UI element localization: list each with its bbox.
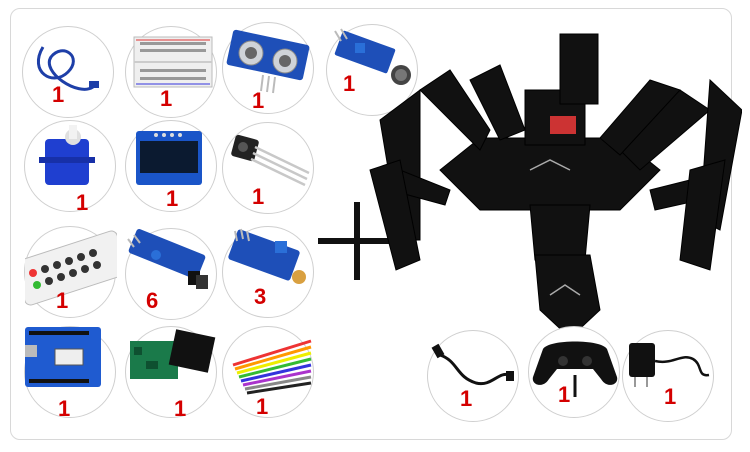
usb-cable-black-icon [431, 343, 514, 386]
bluetooth-module-qty: 1 [174, 396, 187, 421]
light-sensor-item [222, 226, 314, 318]
arduino-board-qty: 1 [58, 396, 71, 421]
ir-remote-item [24, 226, 117, 318]
usb-cable-qty: 1 [52, 82, 65, 107]
ultrasonic-sensor-qty: 1 [252, 88, 265, 113]
power-adapter-icon [629, 343, 710, 387]
ir-remote-qty: 1 [56, 288, 69, 313]
ultrasonic-sensor-icon [226, 29, 310, 94]
light-sensor-icon [228, 228, 306, 284]
ir-obstacle-sensor-icon [127, 229, 208, 289]
power-adapter-item [622, 330, 714, 422]
servo-motor-item [24, 120, 116, 212]
usb-cable-black-qty: 1 [460, 386, 473, 411]
oled-display-icon [136, 131, 202, 185]
servo-motor-icon [39, 125, 95, 185]
breadboard-item [125, 26, 217, 118]
jumper-wires-item [222, 326, 314, 418]
ir-remote-icon [25, 230, 117, 306]
ir-receiver-qty: 1 [252, 184, 265, 209]
jumper-wires-icon [232, 339, 312, 395]
ir-obstacle-sensor-item [125, 228, 217, 320]
product-frame [10, 8, 732, 440]
breadboard-qty: 1 [160, 86, 173, 111]
bluetooth-module-icon [130, 329, 216, 379]
arduino-board-icon [25, 327, 101, 387]
usb-cable-icon [36, 46, 99, 91]
usb-cable-item [22, 26, 114, 118]
breadboard-icon [133, 36, 213, 88]
servo-motor-qty: 1 [76, 190, 89, 215]
ir-receiver-item [222, 122, 314, 214]
ir-receiver-icon [231, 134, 310, 187]
gamepad-icon [532, 341, 618, 397]
oled-display-qty: 1 [166, 186, 179, 211]
gamepad-item [528, 326, 620, 418]
ultrasonic-sensor-item [222, 22, 314, 114]
light-sensor-qty: 3 [254, 284, 267, 309]
ir-obstacle-sensor-qty: 6 [146, 288, 159, 313]
sound-sensor-item [326, 24, 418, 116]
plus-sign [318, 202, 396, 280]
sound-sensor-icon [334, 28, 411, 85]
oled-display-item [125, 120, 217, 212]
hexapod-robot-image [369, 33, 742, 339]
bluetooth-module-item [125, 326, 217, 418]
jumper-wires-qty: 1 [256, 394, 269, 419]
usb-cable-black-item [427, 330, 519, 422]
arduino-board-item [24, 326, 116, 418]
sound-sensor-qty: 1 [343, 71, 356, 96]
power-adapter-qty: 1 [664, 384, 677, 409]
gamepad-qty: 1 [558, 382, 571, 407]
